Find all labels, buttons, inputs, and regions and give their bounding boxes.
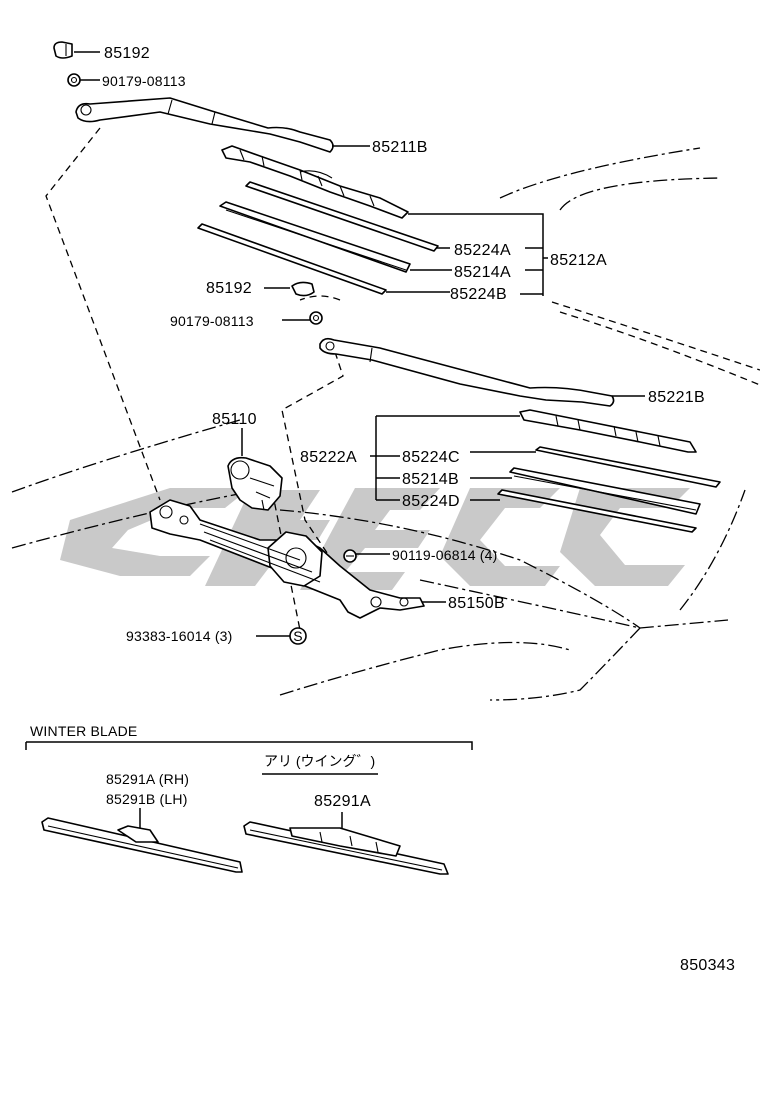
- leader-lines: [74, 51, 645, 637]
- part-85224A-rubber-insert: [245, 181, 439, 252]
- label-85224C: 85224C: [402, 449, 460, 466]
- part-85224C-rubber-insert: [535, 446, 721, 488]
- vehicle-body-outline: [11, 147, 760, 701]
- label-85150B: 85150B: [448, 595, 505, 612]
- part-90119-bolt: [343, 549, 357, 563]
- watermark-logo: [60, 488, 690, 590]
- part-85110-wiper-motor: [227, 456, 283, 511]
- label-85291A-rh: 85291A (RH): [106, 771, 189, 787]
- part-90179-nut-mid: [309, 311, 323, 325]
- winter-blade-section: WINTER BLADE 85291A (RH) 85291B (LH) アリ …: [25, 723, 473, 875]
- part-85212A-blade-frame: [221, 145, 409, 219]
- label-85214A: 85214A: [454, 264, 511, 281]
- label-85211B: 85211B: [372, 139, 428, 156]
- label-85192-mid: 85192: [206, 280, 252, 297]
- label-85110: 85110: [212, 411, 257, 428]
- part-85291A-wing-blade: [243, 821, 449, 875]
- label-85214B: 85214B: [402, 471, 459, 488]
- label-90179-top: 90179-08113: [102, 73, 186, 89]
- label-85291B-lh: 85291B (LH): [106, 791, 188, 807]
- label-85212A: 85212A: [550, 252, 607, 269]
- label-85192-top: 85192: [104, 45, 150, 62]
- label-90179-mid: 90179-08113: [170, 313, 254, 329]
- part-85222A-blade-frame: [519, 409, 697, 453]
- label-85221B: 85221B: [648, 389, 705, 406]
- label-85224D: 85224D: [402, 493, 460, 510]
- label-85224A: 85224A: [454, 242, 511, 259]
- label-jp-wing: アリ (ウイング゛): [264, 753, 375, 769]
- part-85291-winter-blade: [41, 817, 243, 873]
- label-90119: 90119-06814 (4): [392, 547, 497, 563]
- part-85150B-wiper-link: [149, 499, 425, 619]
- label-85291A-wing: 85291A: [314, 793, 371, 810]
- part-85192-cap-mid: [291, 281, 315, 297]
- part-85214A-wiper-blade: [219, 201, 411, 273]
- part-85224B-rubber-insert: [197, 223, 387, 295]
- part-90179-nut-top: [67, 73, 81, 87]
- winter-blade-heading: WINTER BLADE: [30, 723, 137, 739]
- part-85214B-wiper-blade: [509, 467, 701, 515]
- label-85224B: 85224B: [450, 286, 507, 303]
- part-85192-cap-top: [53, 41, 73, 59]
- callout-labels: 85192 90179-08113 85211B 85224A 85214A 8…: [102, 45, 705, 644]
- part-85211B-wiper-arm: [75, 97, 334, 153]
- label-93383: 93383-16014 (3): [126, 628, 233, 644]
- part-85221B-wiper-arm: [319, 337, 615, 407]
- diagram-number: 850343: [680, 957, 735, 974]
- s-mark-text: S: [293, 628, 303, 644]
- special-mark-s: S: [289, 627, 307, 645]
- label-85222A: 85222A: [300, 449, 357, 466]
- part-85224D-rubber-insert: [497, 489, 697, 533]
